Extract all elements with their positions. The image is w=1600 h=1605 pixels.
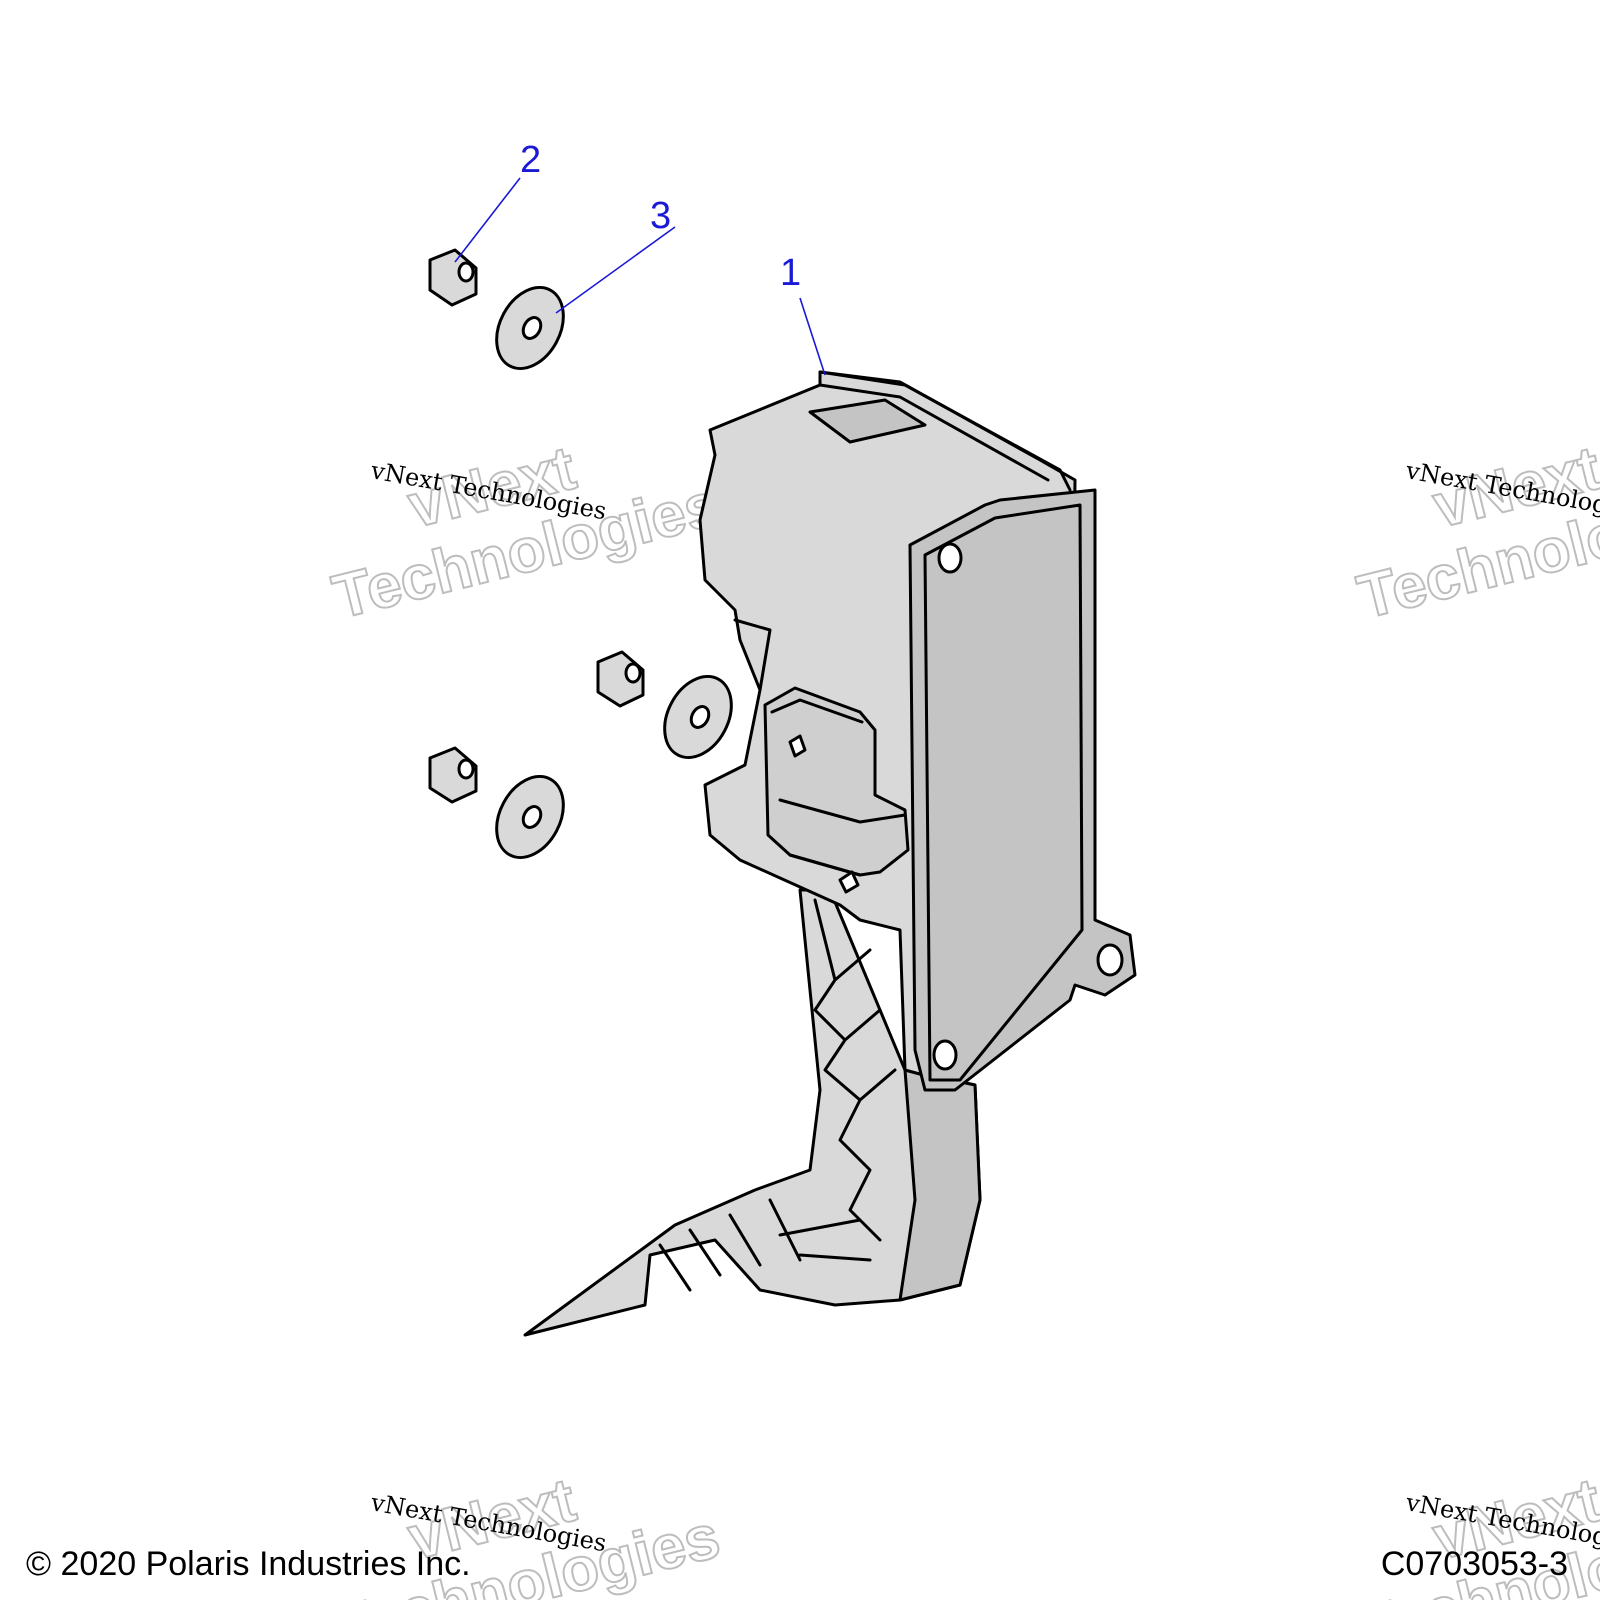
pedal-arm: [523, 888, 982, 1337]
flat-washer-1: [495, 286, 565, 370]
flat-washer-3: [495, 775, 565, 859]
flat-washer-2: [663, 675, 733, 759]
diagram-code: C0703053-3: [1380, 1545, 1568, 1583]
mount-hole: [1096, 943, 1124, 977]
callout-2[interactable]: 2: [454, 139, 541, 263]
callout-label: 2: [520, 139, 541, 181]
watermark-top-left: vNext Technologies vNext Technologies: [325, 433, 727, 634]
hex-nut-1: [428, 248, 478, 307]
callout-1[interactable]: 1: [780, 252, 826, 376]
callout-3[interactable]: 3: [555, 195, 676, 314]
mount-hole: [937, 542, 963, 574]
mount-hole: [932, 1039, 958, 1071]
hex-nut-2: [596, 650, 645, 708]
watermark-top-right: vNext Technologies vNext Technologies: [1350, 433, 1600, 634]
pedal-assembly: [698, 370, 1137, 1092]
callout-label: 3: [650, 195, 671, 237]
callout-label: 1: [780, 252, 801, 294]
hex-nut-3: [428, 746, 478, 804]
copyright-notice: © 2020 Polaris Industries Inc.: [26, 1545, 471, 1583]
